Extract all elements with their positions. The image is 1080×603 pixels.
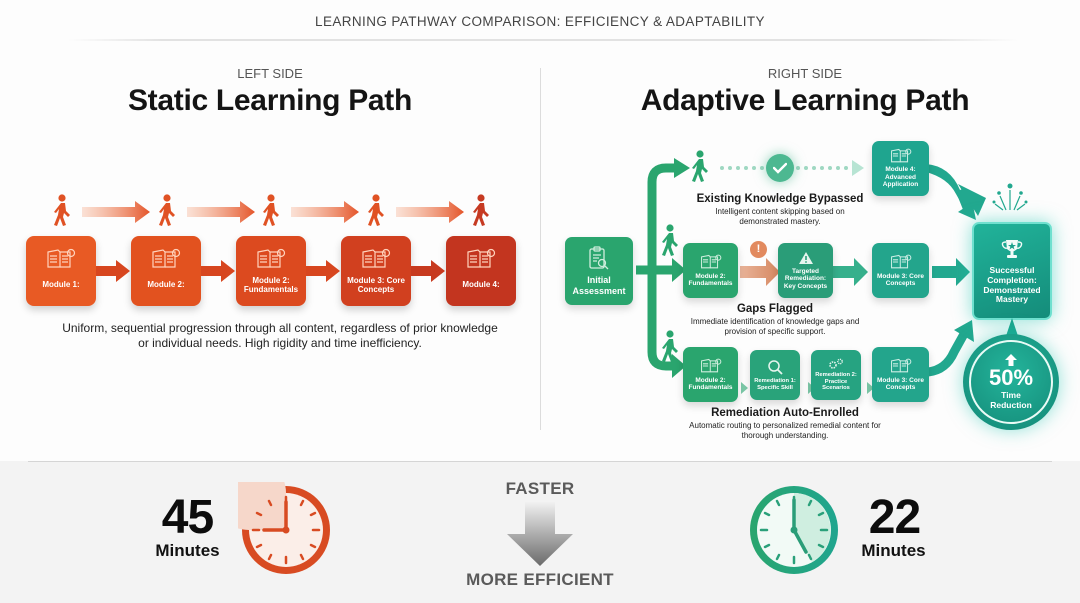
- module-label: Module 2: Fundamentals: [688, 272, 733, 287]
- module-label: Module 3: Core Concepts: [347, 275, 405, 294]
- right-side-label: RIGHT SIDE: [767, 66, 843, 81]
- adaptive-module-fundamentals-remediation: Module 2: Fundamentals: [683, 347, 738, 402]
- remediation-subtext: Automatic routing to personalized remedi…: [689, 421, 881, 440]
- footer-divider: [28, 461, 1052, 462]
- remediation-heading: Remediation Auto-Enrolled: [711, 407, 859, 419]
- module-label: Module 1:: [42, 280, 80, 290]
- adaptive-module-remediation-2: Remediation 2: Practice Scenarios: [811, 350, 861, 400]
- book-gear-icon: [700, 254, 721, 268]
- arrow-down-icon: [507, 502, 573, 566]
- trophy-icon: [1001, 239, 1023, 258]
- initial-assessment-node: Initial Assessment: [565, 237, 633, 305]
- alert-icon: !: [750, 241, 767, 258]
- static-module-1: Module 1:: [26, 236, 96, 306]
- module-label: Module 3: Core Concepts: [877, 376, 924, 391]
- initial-assessment-label: Initial Assessment: [572, 275, 626, 296]
- adaptive-module-advanced: Module 4: Advanced Application: [872, 141, 929, 196]
- static-module-5: Module 4:: [446, 236, 516, 306]
- bypass-subtext: Intelligent content skipping based on de…: [715, 207, 845, 226]
- module-label: Module 2: Fundamentals: [688, 376, 733, 391]
- clipboard-search-icon: [589, 246, 609, 270]
- time-reduction-badge: 50% Time Reduction: [963, 334, 1059, 430]
- static-connector-arrows: [96, 260, 445, 282]
- header-divider: [68, 39, 1018, 41]
- left-side-label: LEFT SIDE: [237, 66, 303, 81]
- gears-icon: [829, 358, 843, 369]
- static-clock-icon: [238, 482, 330, 574]
- adaptive-clock-icon: [750, 486, 838, 574]
- module-label: Module 4: Advanced Application: [882, 166, 919, 189]
- book-gear-icon: [257, 248, 286, 268]
- adaptive-time-unit: Minutes: [861, 541, 926, 560]
- completion-node: Successful Completion: Demonstrated Mast…: [972, 222, 1052, 320]
- badge-value: 50%: [988, 365, 1034, 390]
- book-gear-icon: [467, 248, 496, 268]
- bypass-heading: Existing Knowledge Bypassed: [696, 193, 864, 205]
- magnifier-icon: [768, 360, 783, 375]
- static-time-value: 45: [161, 491, 214, 544]
- static-module-4: Module 3: Core Concepts: [341, 236, 411, 306]
- module-label: Module 3: Core Concepts: [877, 272, 924, 287]
- adaptive-module-remediation-1: Remediation 1: Specific Skill: [750, 350, 800, 400]
- warning-triangle-icon: [798, 251, 813, 264]
- book-gear-icon: [700, 358, 721, 372]
- module-label: Module 2: Fundamentals: [243, 275, 299, 294]
- gaps-subtext: Immediate identification of knowledge ga…: [690, 317, 860, 336]
- static-time-unit: Minutes: [155, 541, 220, 560]
- adaptive-module-fundamentals-gap: Module 2: Fundamentals: [683, 243, 738, 298]
- adaptive-module-targeted-remediation: Targeted Remediation: Key Concepts: [778, 243, 833, 298]
- book-gear-icon: [890, 254, 911, 268]
- static-module-3: Module 2: Fundamentals: [236, 236, 306, 306]
- module-label: Module 4:: [462, 280, 500, 290]
- fireworks-icon: [992, 183, 1028, 211]
- center-divider: [540, 68, 541, 430]
- book-gear-icon: [152, 248, 181, 268]
- static-module-2: Module 2:: [131, 236, 201, 306]
- check-icon: [766, 154, 794, 182]
- badge-label: Time Reduction: [990, 390, 1032, 410]
- book-gear-icon: [362, 248, 391, 268]
- book-gear-icon: [890, 358, 911, 372]
- module-label: Targeted Remediation: Key Concepts: [783, 267, 828, 290]
- completion-label: Successful Completion: Demonstrated Mast…: [983, 264, 1041, 305]
- adaptive-module-core-concepts-remediation: Module 3: Core Concepts: [872, 347, 929, 402]
- book-gear-icon: [47, 248, 76, 268]
- static-path-description: Uniform, sequential progression through …: [62, 321, 498, 350]
- page-title: LEARNING PATHWAY COMPARISON: EFFICIENCY …: [315, 14, 765, 29]
- arrow-up-icon: [1005, 354, 1017, 366]
- more-efficient-label: MORE EFFICIENT: [466, 570, 614, 589]
- book-gear-icon: [890, 148, 911, 163]
- static-path-title: Static Learning Path: [127, 84, 413, 117]
- faster-label: FASTER: [505, 479, 575, 498]
- adaptive-time-value: 22: [868, 491, 921, 544]
- adaptive-path-title: Adaptive Learning Path: [640, 84, 970, 117]
- module-label: Module 2:: [147, 280, 185, 290]
- static-progress-walkers: [54, 194, 489, 226]
- adaptive-branch-connectors: [636, 150, 986, 394]
- module-label: Remediation 1: Specific Skill: [754, 377, 796, 391]
- adaptive-module-core-concepts-gap: Module 3: Core Concepts: [872, 243, 929, 298]
- gaps-heading: Gaps Flagged: [736, 303, 814, 315]
- module-label: Remediation 2: Practice Scenarios: [815, 372, 857, 392]
